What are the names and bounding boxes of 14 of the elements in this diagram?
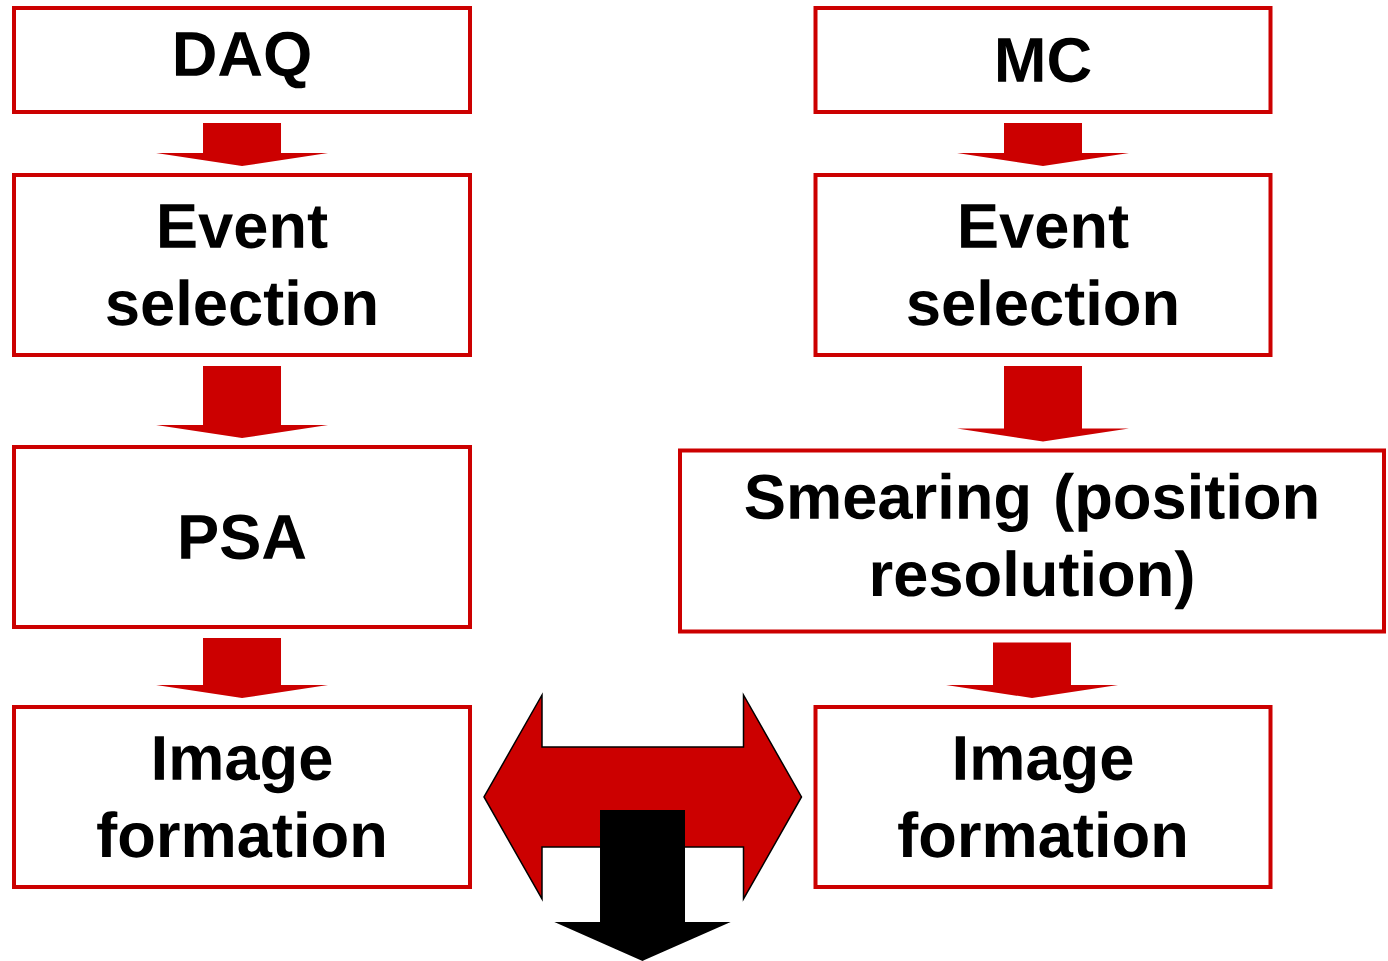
double-arrow [483,692,803,902]
block-arrow [957,123,1129,166]
block-arrow [156,123,328,166]
process-box: DAQ [12,6,472,114]
block-arrow [156,366,328,438]
process-box: PSA [12,445,472,629]
process-box: Event selection [813,173,1273,357]
block-arrow [946,642,1118,698]
block-arrow [156,638,328,698]
process-box: Image formation [813,705,1273,889]
process-box: Image formation [12,705,472,889]
process-box: Event selection [12,173,472,357]
process-box: MC [813,6,1273,114]
process-box: Smearing (position resolution) [678,448,1386,634]
